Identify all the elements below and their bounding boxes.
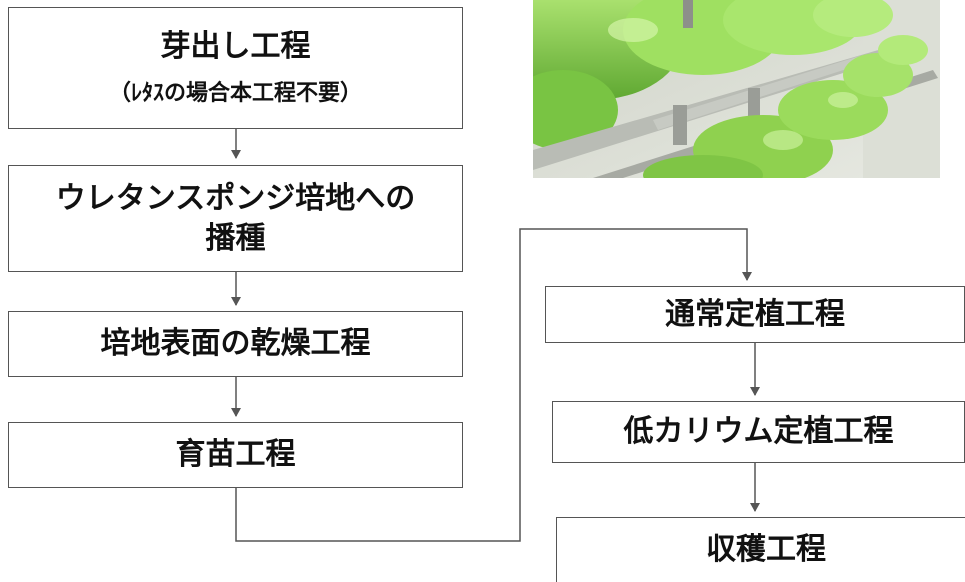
step-harvest-title: 収穫工程 bbox=[706, 532, 826, 567]
step-seedling-title: 育苗工程 bbox=[175, 437, 296, 472]
step-normal-planting: 通常定植工程 bbox=[545, 286, 965, 343]
step-normal-planting-title: 通常定植工程 bbox=[665, 296, 845, 332]
connector-seedling-to-planting bbox=[235, 228, 752, 542]
step-sprouting-title: 芽出し工程 bbox=[160, 28, 311, 64]
step-low-potassium-planting: 低カリウム定植工程 bbox=[552, 401, 965, 463]
lettuce-hydroponic-photo bbox=[533, 0, 940, 178]
step-low-potassium-planting-title: 低カリウム定植工程 bbox=[623, 414, 894, 449]
step-sowing: ウレタンスポンジ培地への 播種 bbox=[8, 165, 463, 272]
step-sprouting-note: （ﾚﾀｽの場合本工程不要） bbox=[108, 80, 362, 106]
step-sowing-title-line1: ウレタンスポンジ培地への bbox=[55, 180, 416, 216]
step-seedling: 育苗工程 bbox=[8, 422, 463, 488]
step-drying: 培地表面の乾燥工程 bbox=[8, 311, 463, 377]
step-harvest: 収穫工程 bbox=[556, 517, 965, 582]
step-sowing-title-line2: 播種 bbox=[205, 220, 266, 256]
step-drying-title: 培地表面の乾燥工程 bbox=[100, 326, 371, 361]
step-sprouting: 芽出し工程 （ﾚﾀｽの場合本工程不要） bbox=[8, 7, 463, 129]
